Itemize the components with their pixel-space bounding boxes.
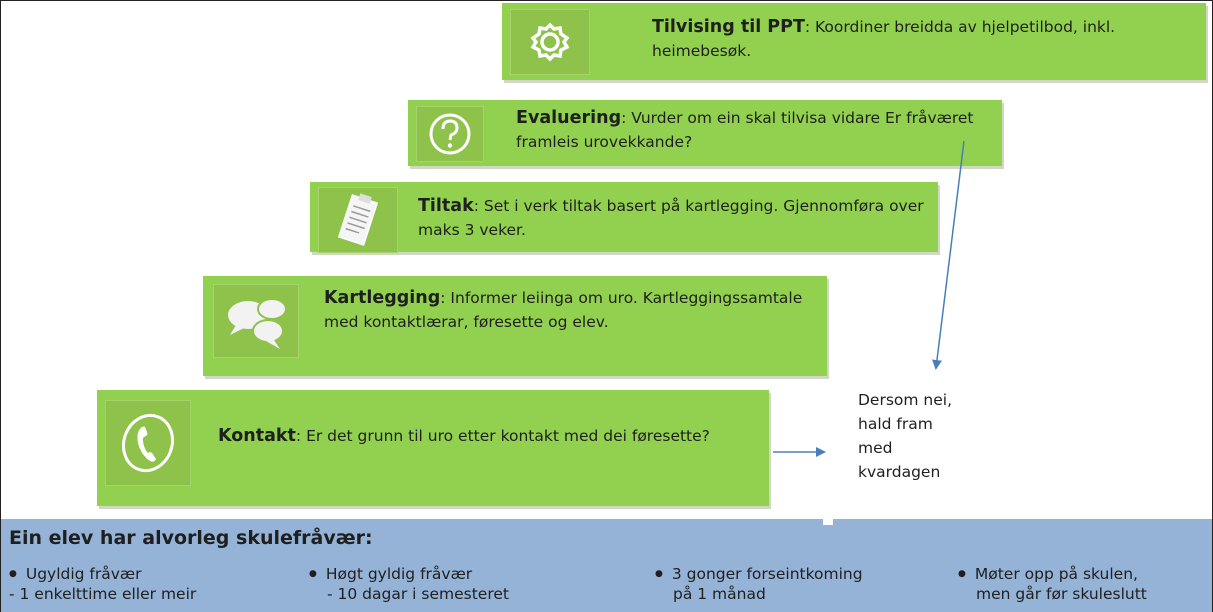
clipboard-icon — [318, 187, 398, 253]
criteria-bullet: Ugyldig fråvær — [9, 565, 142, 583]
step-text: Evaluering: Vurder om ein skal tilvisa v… — [516, 106, 996, 154]
step-tilvising: Tilvising til PPT: Koordiner breidda av … — [502, 3, 1206, 80]
criteria-title: Ein elev har alvorleg skulefråvær: — [9, 527, 373, 549]
step-tiltak: Tiltak: Set i verk tiltak basert på kart… — [310, 182, 938, 253]
criteria-bullet: Høgt gyldig fråvær — [309, 565, 472, 583]
question-circle-icon — [416, 106, 484, 162]
step-kartlegging: Kartlegging: Informer leiinga om uro. Ka… — [203, 276, 827, 376]
step-title: Kontakt — [218, 426, 296, 446]
criteria-item: Høgt gyldig fråvær - 10 dagar i semester… — [309, 564, 509, 604]
step-description: : Vurder om ein skal tilvisa vidare Er f… — [516, 109, 974, 151]
criteria-bullet: 3 gonger forseintkoming — [655, 565, 863, 583]
gear-icon — [510, 9, 590, 75]
side-note: Dersom nei, hald fram med kvardagen — [858, 391, 953, 481]
step-text: Kontakt: Er det grunn til uro etter kont… — [218, 424, 758, 448]
criteria-item: 3 gonger forseintkoming på 1 månad — [655, 564, 863, 604]
step-description: : Informer leiinga om uro. Kartleggingss… — [324, 289, 803, 331]
step-title: Evaluering — [516, 108, 622, 128]
step-description: : Koordiner breidda av hjelpetilbod, ink… — [652, 18, 1116, 60]
step-text: Tilvising til PPT: Koordiner breidda av … — [652, 15, 1192, 63]
criteria-sub: - 1 enkelttime eller meir — [9, 585, 197, 603]
step-title: Tilvising til PPT — [652, 17, 805, 37]
step-description: : Set i verk tiltak basert på kartleggin… — [418, 197, 924, 239]
step-title: Kartlegging — [324, 288, 441, 308]
criteria-sub: - 10 dagar i semesteret — [327, 585, 509, 603]
phone-icon — [105, 400, 191, 486]
criteria-bullet: Møter opp på skulen, — [958, 565, 1138, 583]
step-text: Tiltak: Set i verk tiltak basert på kart… — [418, 194, 928, 242]
panel-notch — [823, 519, 833, 525]
criteria-item: Ugyldig fråvær - 1 enkelttime eller meir — [9, 564, 196, 604]
criteria-item: Møter opp på skulen, men går før skulesl… — [958, 564, 1147, 604]
step-evaluering: Evaluering: Vurder om ein skal tilvisa v… — [408, 100, 1002, 166]
criteria-sub: men går før skuleslutt — [976, 585, 1147, 603]
step-description: : Er det grunn til uro etter kontakt med… — [295, 427, 710, 445]
criteria-sub: på 1 månad — [673, 585, 766, 603]
step-kontakt: Kontakt: Er det grunn til uro etter kont… — [97, 390, 769, 506]
chat-bubbles-icon — [213, 284, 299, 358]
step-title: Tiltak — [418, 196, 474, 216]
step-text: Kartlegging: Informer leiinga om uro. Ka… — [324, 286, 824, 334]
criteria-panel: Ein elev har alvorleg skulefråvær: Ugyld… — [1, 519, 1212, 612]
